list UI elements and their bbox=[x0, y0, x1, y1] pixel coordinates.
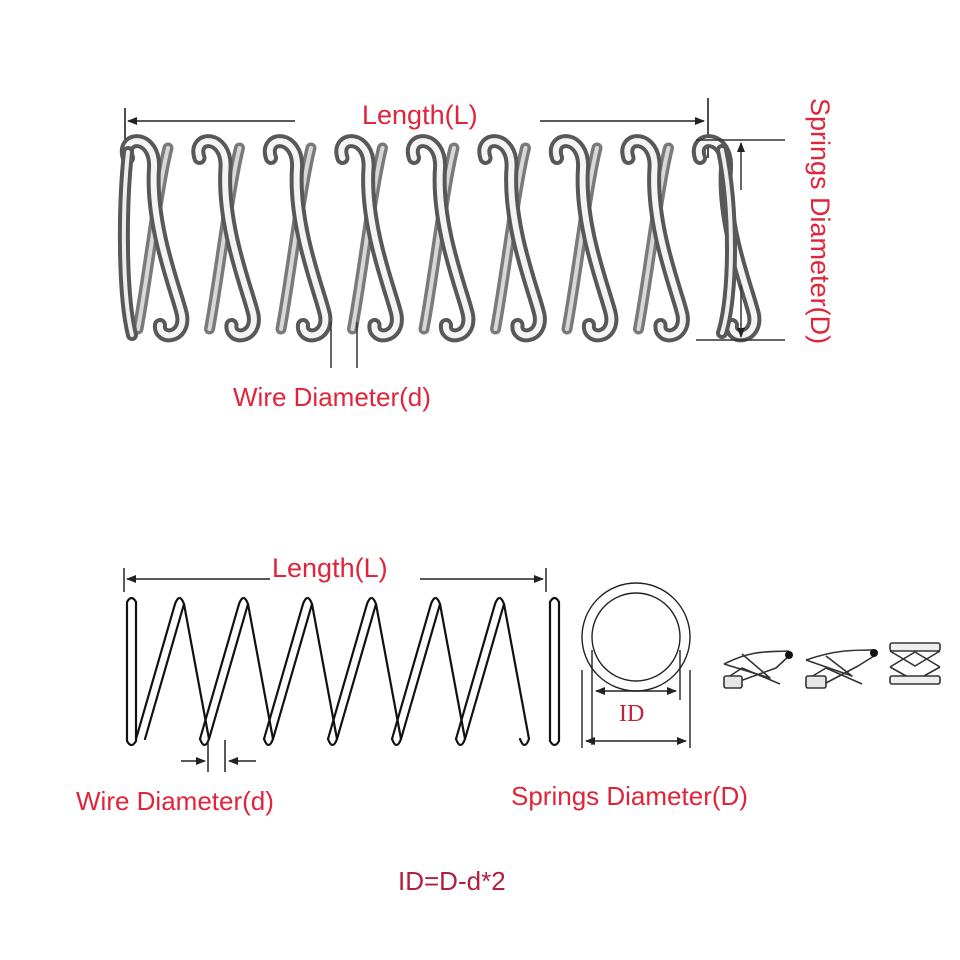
spring-zigzag-inner bbox=[143, 602, 186, 741]
spring-front-highlight bbox=[409, 138, 472, 339]
wire-diameter-label: Wire Diameter(d) bbox=[233, 382, 431, 412]
spring-zigzag-inner bbox=[463, 602, 506, 741]
top-springs-diameter-dimension bbox=[696, 139, 785, 341]
cross-section-dimensions bbox=[581, 650, 691, 748]
open-end-spring-icon bbox=[723, 650, 793, 689]
closed-end-spring-icon bbox=[805, 649, 878, 689]
wire-diameter-label-bottom: Wire Diameter(d) bbox=[76, 786, 274, 816]
spring-front-highlight bbox=[266, 138, 329, 339]
springs-diameter-label: Springs Diameter(D) bbox=[805, 98, 835, 345]
spring-zigzag-coil bbox=[134, 596, 211, 747]
length-label: Length(L) bbox=[362, 100, 478, 130]
spring-right-end-coil bbox=[548, 596, 561, 747]
spring-zigzag-inner bbox=[399, 602, 442, 741]
spring-left-end-highlight bbox=[121, 150, 134, 337]
spring-zigzag-inner bbox=[335, 602, 378, 741]
bottom-wire-diameter-dimension bbox=[181, 740, 256, 772]
spring-front-highlight bbox=[123, 138, 186, 339]
top-wire-diameter-dimension bbox=[330, 322, 358, 368]
spring-front-highlight bbox=[624, 138, 686, 339]
closed-ground-end-spring-icon bbox=[889, 642, 941, 685]
ring-cross-section-icon bbox=[581, 582, 691, 692]
spring-zigzag-coil bbox=[262, 596, 339, 747]
spring-front-highlight bbox=[195, 138, 257, 339]
inner-diameter-formula: ID=D-d*2 bbox=[398, 866, 506, 896]
springs-diameter-label-bottom: Springs Diameter(D) bbox=[511, 781, 748, 811]
spring-front-highlight bbox=[552, 138, 615, 339]
length-label-bottom: Length(L) bbox=[272, 553, 388, 583]
zigzag-spring-drawing-icon bbox=[125, 596, 561, 747]
spring-right-end-highlight bbox=[720, 148, 733, 335]
spring-zigzag-coil bbox=[198, 596, 275, 747]
spring-front-highlight bbox=[338, 138, 400, 339]
spring-zigzag-coil bbox=[326, 596, 403, 747]
spring-left-end-coil bbox=[125, 596, 138, 747]
inner-diameter-label: ID bbox=[619, 701, 645, 727]
spring-zigzag-inner bbox=[271, 602, 314, 741]
spring-zigzag-coil bbox=[390, 596, 467, 747]
spring-zigzag-coil bbox=[454, 596, 531, 747]
bottom-length-dimension bbox=[123, 568, 547, 592]
spring-zigzag-inner bbox=[207, 602, 250, 741]
spring-front-highlight bbox=[481, 138, 543, 339]
compression-spring-photo-icon bbox=[117, 134, 762, 343]
